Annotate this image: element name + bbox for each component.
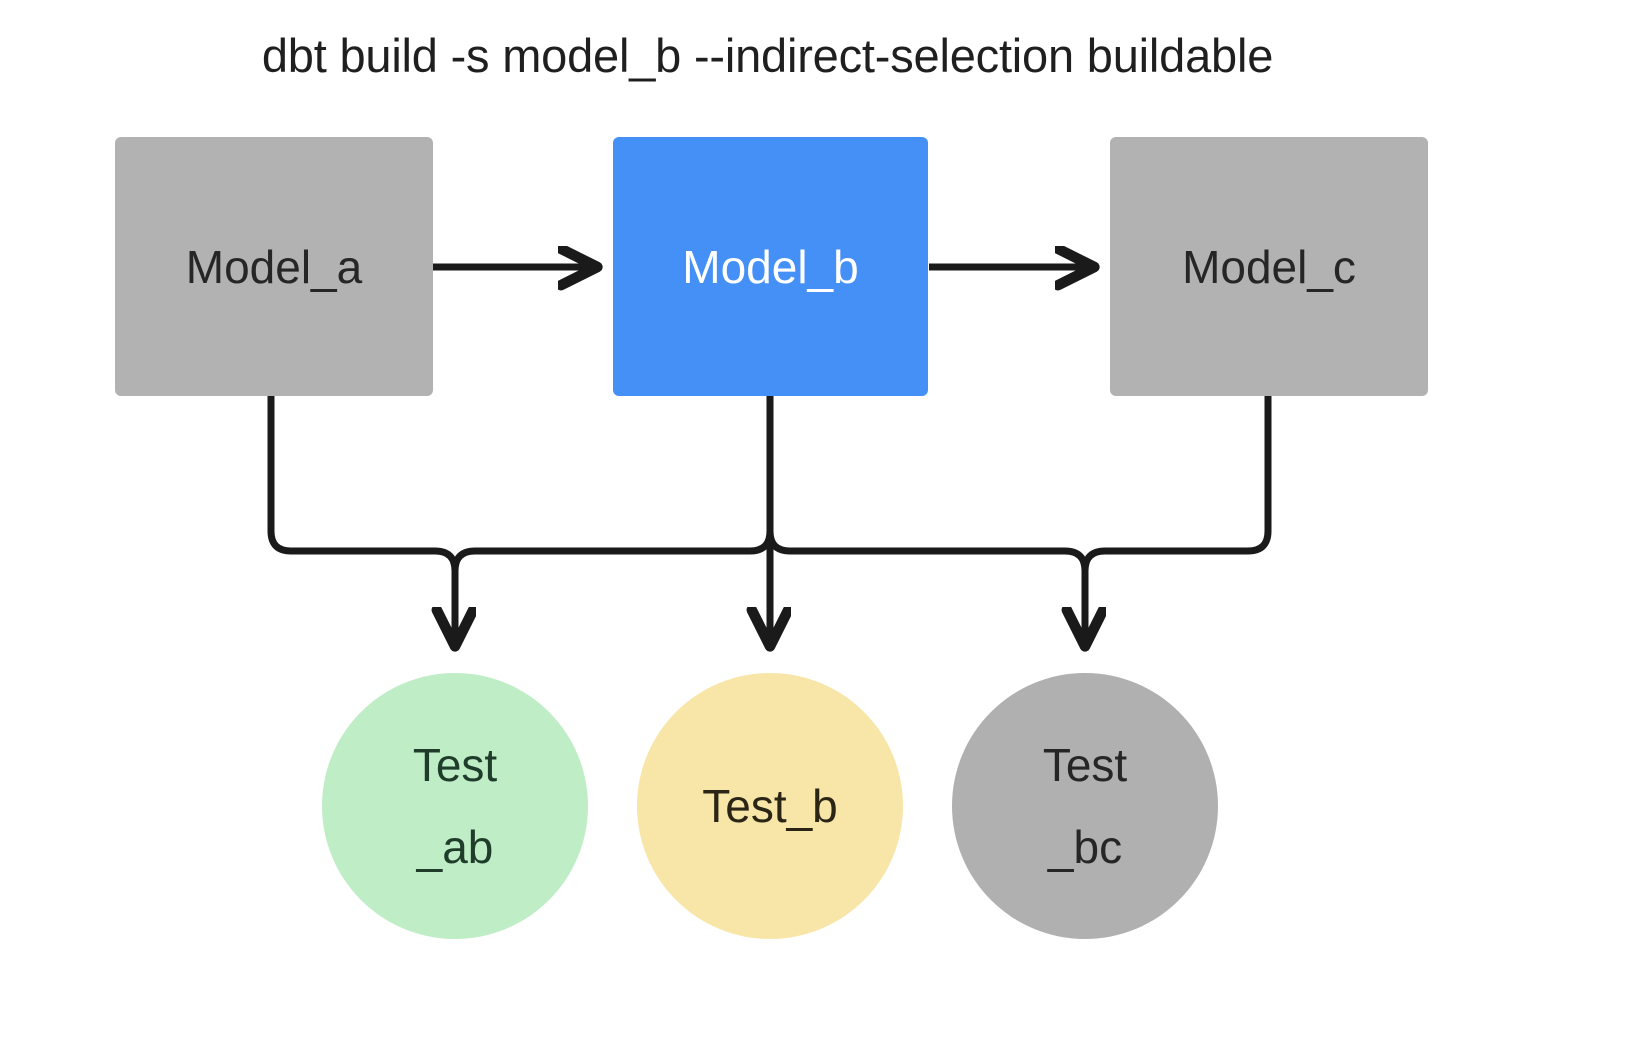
- node-test-bc[interactable]: Test _bc: [952, 673, 1218, 939]
- node-model-b-label: Model_b: [682, 240, 859, 293]
- edge-model-b-to-test-ab: [451, 396, 774, 572]
- node-test-ab-label-line1: Test: [412, 739, 498, 791]
- node-test-bc-label-line1: Test: [1042, 739, 1128, 791]
- node-test-b[interactable]: Test_b: [637, 673, 903, 939]
- node-model-c-label: Model_c: [1182, 240, 1356, 293]
- node-model-a-label: Model_a: [185, 240, 363, 293]
- page-title: dbt build -s model_b --indirect-selectio…: [261, 29, 1274, 82]
- node-test-ab[interactable]: Test _ab: [322, 673, 588, 939]
- edge-model-a-to-test-ab: [267, 396, 455, 645]
- node-model-b[interactable]: Model_b: [613, 137, 928, 396]
- node-test-ab-label-line2: _ab: [416, 821, 494, 873]
- node-model-a[interactable]: Model_a: [115, 137, 433, 396]
- node-model-c[interactable]: Model_c: [1110, 137, 1428, 396]
- edge-model-c-to-test-bc: [1081, 396, 1272, 572]
- edge-model-b-to-test-bc: [766, 396, 1085, 645]
- node-test-bc-label-line2: _bc: [1047, 821, 1123, 873]
- node-test-b-label-line1: Test_b: [702, 780, 838, 832]
